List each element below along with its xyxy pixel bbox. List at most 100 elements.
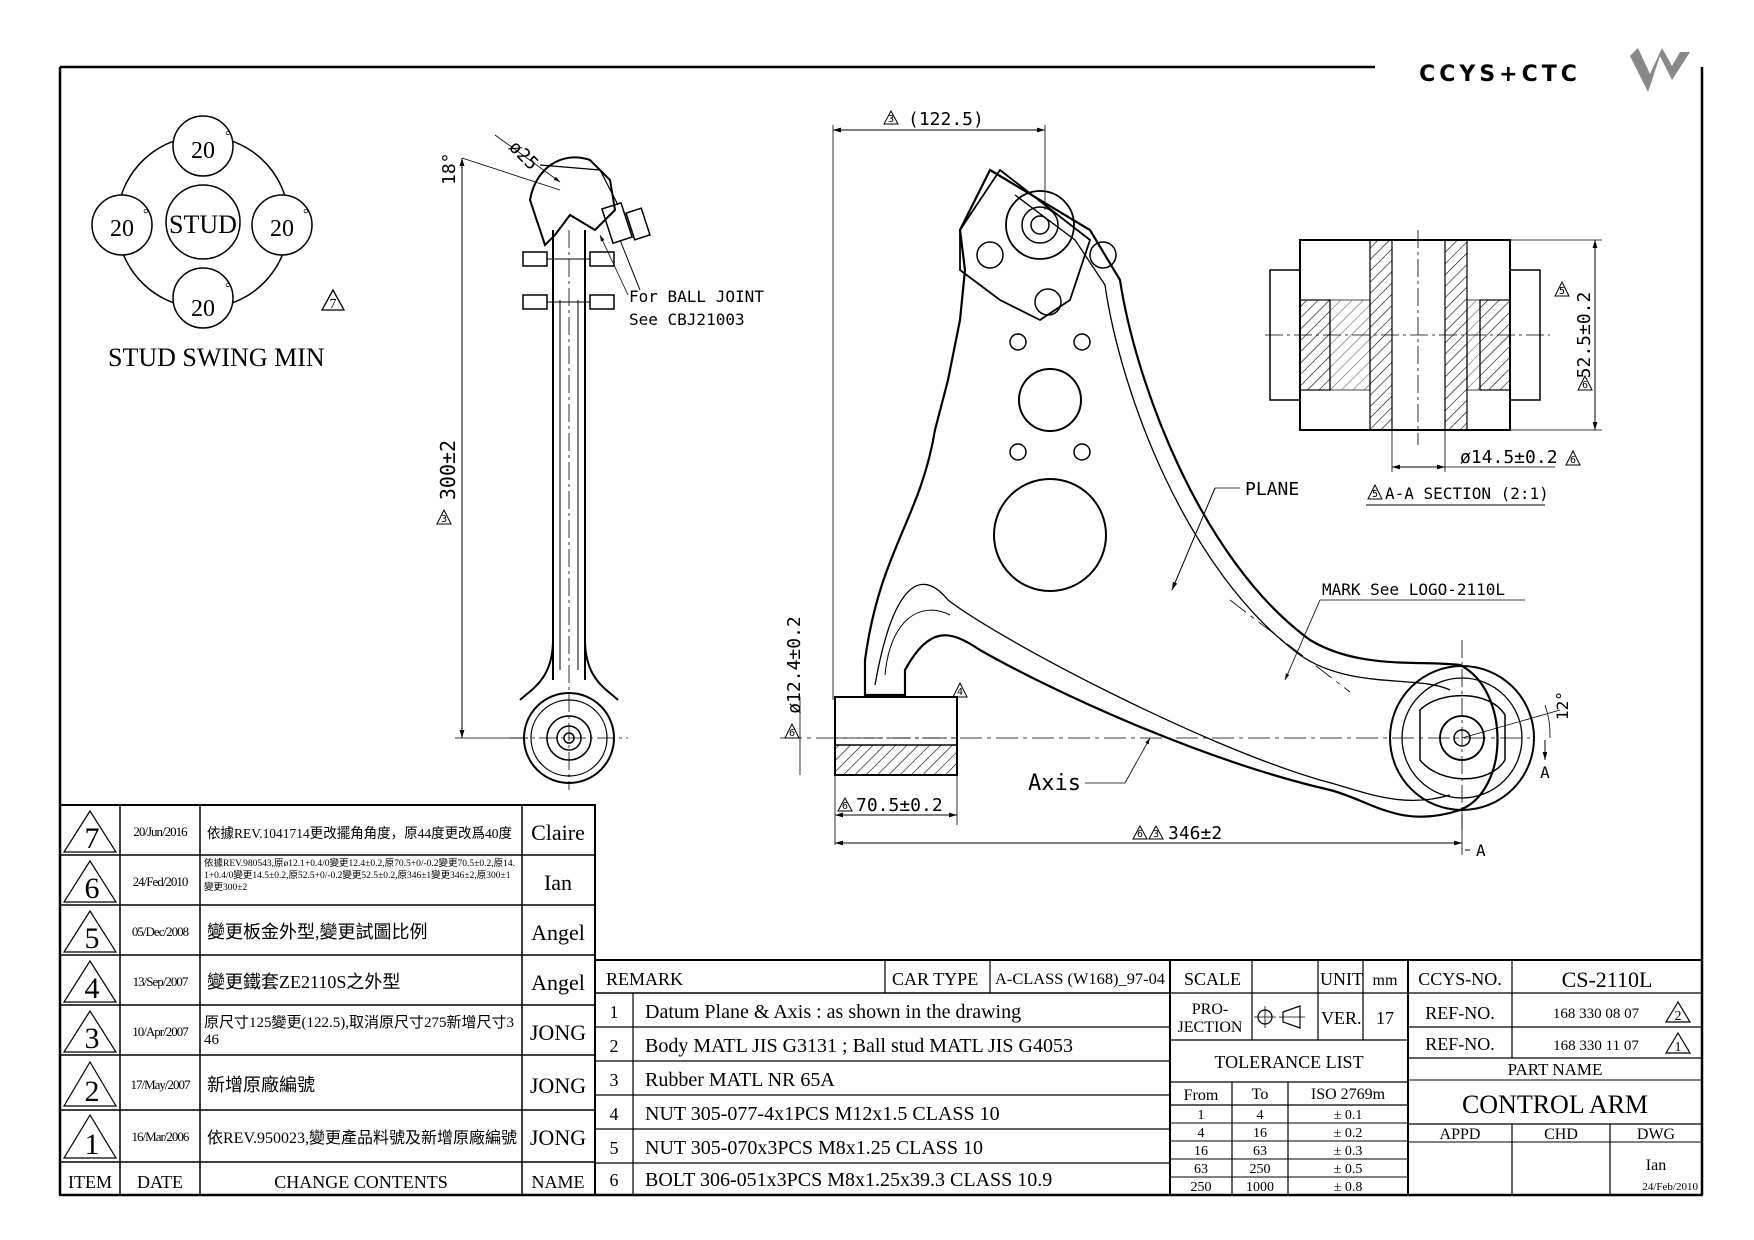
rev-date: 10/Apr/2007: [132, 1024, 189, 1039]
ball-diameter: ø25: [504, 137, 542, 175]
rev-date: 24/Fed/2010: [133, 874, 188, 889]
remark-no: 5: [610, 1138, 619, 1158]
car-type-value: A-CLASS (W168)_97-04: [995, 971, 1165, 988]
degree-symbol: °: [143, 207, 149, 222]
revision-triangle-icon: [320, 288, 346, 311]
revision-triangle-icon: [62, 809, 118, 853]
main-view: 3 (122.5) ø12.4±0.2: [780, 109, 1572, 860]
remark-text: NUT 305-077-4x1PCS M12x1.5 CLASS 10: [645, 1103, 1000, 1125]
rev-date: 16/Mar/2006: [132, 1129, 190, 1144]
degree-symbol: °: [303, 207, 309, 222]
remark-table: REMARK CAR TYPE A-CLASS (W168)_97-04 1 D…: [594, 959, 1171, 1196]
tol-to: 4: [1257, 1108, 1264, 1123]
tolerance-block: SCALE UNIT mm PRO- JECTION VER. 17 TOLER…: [1169, 959, 1409, 1196]
swing-angle-top: 20: [191, 138, 215, 164]
ver-value: 17: [1376, 1008, 1394, 1028]
remark-no: 3: [610, 1070, 619, 1090]
rev-item: 4: [85, 972, 100, 1005]
rev-item: 6: [85, 872, 100, 905]
revision-row: 7 20/Jun/2016 依據REV.1041714更改擺角角度，原44度更改…: [62, 809, 585, 855]
angle-dimension: 18°: [439, 152, 460, 185]
revision-triangle-icon: [883, 109, 899, 125]
rev-header-name: NAME: [532, 1172, 585, 1192]
degree-symbol: °: [225, 129, 231, 144]
revision-triangle-icon: [1148, 824, 1164, 840]
section-mark: A: [1540, 763, 1550, 782]
plane-label: PLANE: [1245, 479, 1299, 500]
stud-swing-caption: STUD SWING MIN: [108, 343, 325, 372]
tol-to: 16: [1253, 1126, 1267, 1141]
rev-contents: 原尺寸125變更(122.5),取消原尺寸275新增尺寸346: [204, 1015, 514, 1048]
axis-label: Axis: [1028, 771, 1081, 796]
rev-date: 13/Sep/2007: [133, 974, 189, 989]
remark-no: 6: [610, 1170, 619, 1190]
rev-contents: 依據REV.1041714更改擺角角度，原44度更改爲40度: [207, 826, 512, 842]
ccys-value: CS-2110L: [1562, 967, 1653, 992]
rev-mark: 6: [842, 801, 848, 812]
title-block: CCYS-NO. CS-2110L REF-NO. 168 330 08 07 …: [1407, 959, 1703, 1196]
projection-label-2: JECTION: [1178, 1019, 1243, 1036]
revision-triangle-icon: [1554, 280, 1570, 297]
rev-item: 1: [85, 1128, 100, 1161]
tol-value: ± 0.2: [1334, 1126, 1363, 1141]
rev-contents: 依REV.950023,變更產品料號及新增原廠編號: [207, 1128, 517, 1147]
remark-header: REMARK: [606, 969, 683, 989]
revision-triangle-icon: [1664, 1000, 1692, 1023]
revision-triangle-icon: [1577, 374, 1593, 391]
top-dimension: (122.5): [908, 109, 984, 130]
part-name: CONTROL ARM: [1462, 1090, 1648, 1119]
rev-name: JONG: [530, 1125, 586, 1150]
tol-value: ± 0.5: [1334, 1162, 1363, 1177]
tolerance-title: TOLERANCE LIST: [1214, 1052, 1363, 1072]
rev-header-date: DATE: [137, 1172, 183, 1192]
rev-header-contents: CHANGE CONTENTS: [274, 1172, 448, 1192]
tol-to: 63: [1253, 1144, 1267, 1159]
ref-label: REF-NO.: [1425, 1003, 1495, 1023]
tol-header-from: From: [1184, 1087, 1219, 1104]
overall-length: 346±2: [1168, 823, 1222, 844]
rev-name: JONG: [530, 1073, 586, 1098]
ccys-label: CCYS-NO.: [1418, 969, 1502, 989]
revision-triangle-icon: [1664, 1031, 1692, 1054]
company-logo: CCYS+CTC: [1419, 48, 1690, 92]
remark-no: 2: [610, 1036, 619, 1056]
tol-header-to: To: [1252, 1086, 1269, 1103]
rev-contents: 變更板金外型,變更試圖比例: [207, 922, 428, 942]
tol-from: 63: [1194, 1162, 1208, 1177]
ball-joint-note-1: For BALL JOINT: [629, 287, 764, 306]
remark-text: Body MATL JIS G3131 ; Ball stud MATL JIS…: [645, 1035, 1073, 1057]
revision-triangle-icon: [784, 722, 800, 739]
rev-contents: 依據REV.980543,原ø12.1+0.4/0變更12.4±0.2,原70.…: [204, 859, 515, 893]
rev-name: JONG: [530, 1020, 586, 1045]
appd-label: APPD: [1440, 1126, 1481, 1143]
rev-mark: 4: [957, 687, 963, 698]
bush-diameter: ø12.4±0.2: [784, 616, 805, 714]
rev-mark: 3: [441, 514, 447, 525]
tol-from: 1: [1198, 1108, 1205, 1123]
revision-triangle-icon: [436, 508, 452, 525]
ball-joint-note-2: See CBJ21003: [629, 310, 745, 329]
tol-value: ± 0.1: [1334, 1108, 1363, 1123]
revision-triangle-icon: [62, 1113, 118, 1159]
rev-mark: 6: [1582, 380, 1588, 391]
remark-text: Rubber MATL NR 65A: [645, 1069, 835, 1091]
revision-row: 1 16/Mar/2006 依REV.950023,變更產品料號及新增原廠編號 …: [62, 1113, 586, 1161]
revision-row: 5 05/Dec/2008 變更板金外型,變更試圖比例 Angel: [62, 909, 585, 955]
rev-mark: 6: [1570, 455, 1576, 466]
rev-contents: 新增原廠編號: [207, 1074, 315, 1095]
revision-triangle-icon: [837, 796, 853, 812]
mark-note: MARK See LOGO-2110L: [1322, 580, 1505, 599]
remark-text: Datum Plane & Axis : as shown in the dra…: [645, 1001, 1021, 1023]
rev-date: 05/Dec/2008: [132, 924, 189, 939]
bush-length: 70.5±0.2: [856, 795, 943, 816]
stud-label: STUD: [169, 210, 237, 239]
angle-12: 12°: [1553, 691, 1572, 720]
ref-value: 168 330 11 07: [1553, 1038, 1639, 1054]
swing-angle-right: 20: [270, 216, 294, 242]
tol-from: 4: [1198, 1126, 1205, 1141]
dwg-name: Ian: [1646, 1157, 1666, 1174]
rev-mark: 3: [1153, 829, 1159, 840]
revision-triangle-icon: [62, 859, 118, 903]
swing-angle-left: 20: [110, 216, 134, 242]
